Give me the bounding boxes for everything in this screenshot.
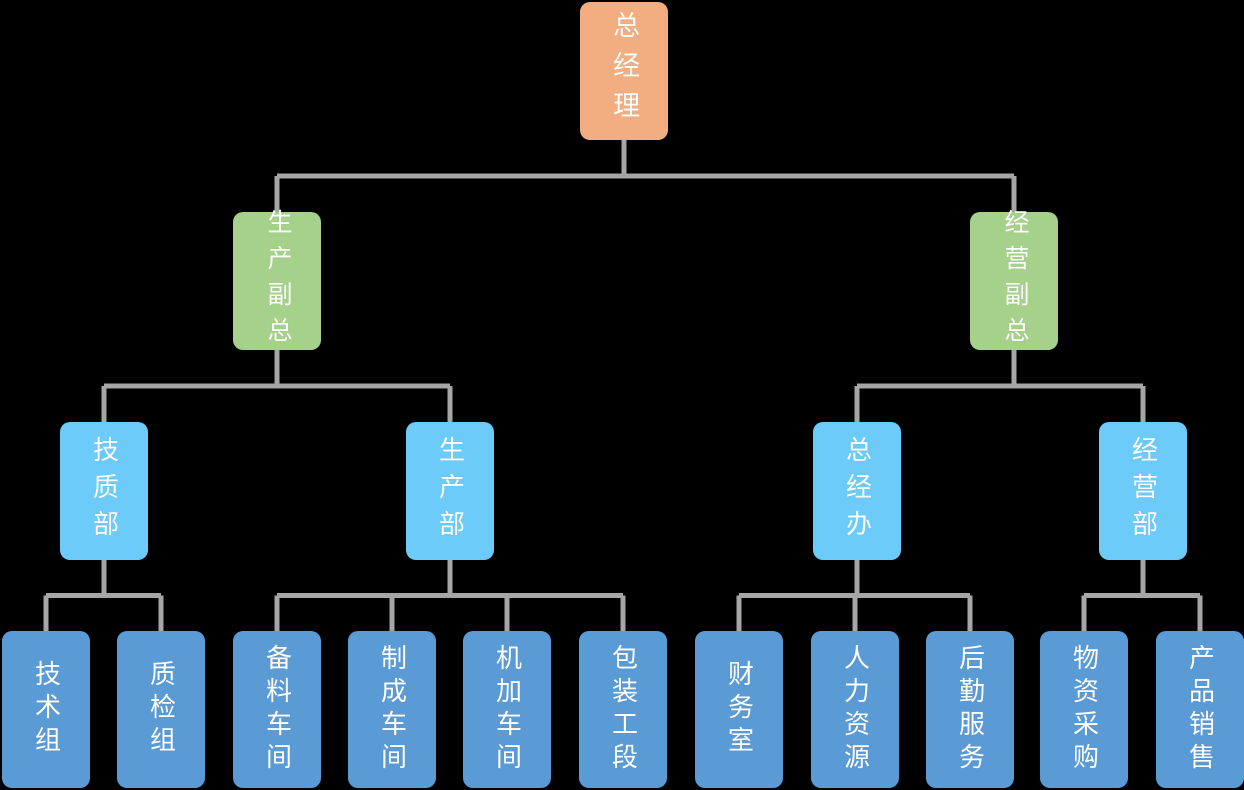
node-label: 人力资源	[840, 643, 870, 776]
node-label: 生产副总	[264, 209, 291, 353]
node-team-packaging[interactable]: 包装工段	[579, 631, 667, 788]
node-label: 总经办	[842, 435, 872, 547]
node-team-tech[interactable]: 技术组	[2, 631, 90, 788]
node-team-logistics[interactable]: 后勤服务	[926, 631, 1014, 788]
node-label: 物资采购	[1069, 643, 1099, 776]
node-team-manufacture[interactable]: 制成车间	[348, 631, 436, 788]
node-label: 技质部	[89, 435, 119, 547]
node-label: 质检组	[146, 660, 176, 759]
node-team-finance[interactable]: 财务室	[695, 631, 783, 788]
node-dept-tech-quality[interactable]: 技质部	[60, 422, 148, 560]
node-label: 后勤服务	[955, 643, 985, 776]
node-team-machining[interactable]: 机加车间	[463, 631, 551, 788]
node-label: 备料车间	[262, 643, 292, 776]
node-team-material[interactable]: 备料车间	[233, 631, 321, 788]
node-label: 经营部	[1128, 435, 1158, 547]
node-ceo[interactable]: 总经理	[580, 2, 668, 140]
node-dept-business[interactable]: 经营部	[1099, 422, 1187, 560]
node-vp-production[interactable]: 生产副总	[233, 209, 321, 353]
node-team-sales[interactable]: 产品销售	[1156, 631, 1244, 788]
node-team-qc[interactable]: 质检组	[117, 631, 205, 788]
node-label: 财务室	[724, 660, 754, 759]
node-label: 产品销售	[1185, 643, 1215, 776]
node-vp-business[interactable]: 经营副总	[970, 209, 1058, 353]
node-team-hr[interactable]: 人力资源	[811, 631, 899, 788]
node-label: 机加车间	[492, 643, 522, 776]
node-label: 包装工段	[608, 643, 638, 776]
node-label: 技术组	[31, 660, 61, 759]
node-team-procurement[interactable]: 物资采购	[1040, 631, 1128, 788]
node-label: 总经理	[609, 11, 640, 131]
node-dept-production[interactable]: 生产部	[406, 422, 494, 560]
node-dept-gm-office[interactable]: 总经办	[813, 422, 901, 560]
node-label: 制成车间	[377, 643, 407, 776]
node-label: 生产部	[435, 435, 465, 547]
node-label: 经营副总	[1001, 209, 1028, 353]
